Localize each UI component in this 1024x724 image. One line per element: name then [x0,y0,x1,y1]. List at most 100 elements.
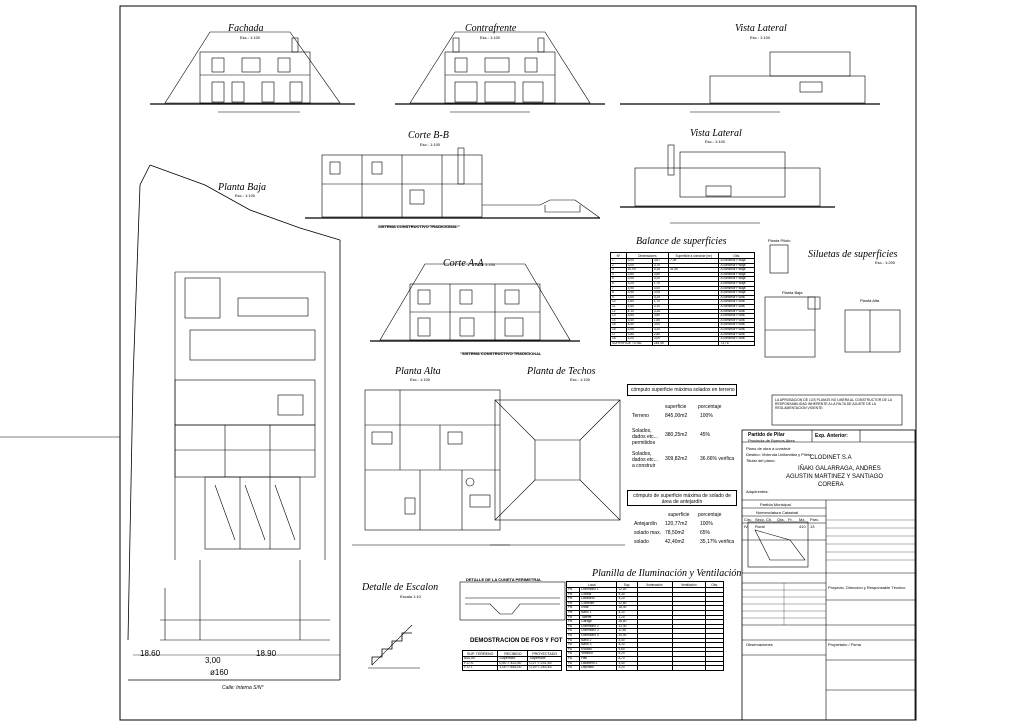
planta-alta-title: Planta Alta [395,366,441,377]
contrafrente-drawing [395,31,605,113]
fos-fot-header-cell: PROYECTADO [527,650,562,657]
planta-alta-drawing [352,389,510,546]
provincia-label: Provincia de Buenos Aires [748,438,795,443]
disclaimer-text: LA APROBACION DE LOS PLANOS NO LIBERA AL… [775,398,892,410]
corte-aa-scale: Esc.: 1:100 [475,262,496,267]
antejardin-col-porcentaje: porcentaje [698,512,722,518]
plot-dim-bottom: 18.90 [256,649,277,658]
fachada-scale: Esc.: 1:100 [240,35,261,40]
siluetas-drawing [764,244,901,358]
antejardin-title-box: cómputo de superficie máxima de solado d… [627,490,737,506]
fos-fot-header-cell: SUP. TERRENO [461,650,499,657]
planta-alta-scale: Esc.: 1:100 [410,377,431,382]
antejardin-row-label: Antejardín [634,521,657,527]
siluetas-planta-alta: Planta Alta [860,298,880,303]
fos-fot-cell: 1,00 = 845,00 [497,665,529,671]
plot-dim-angle: ø160 [210,668,229,677]
fos-row-pct: 45% [700,432,711,438]
balance-total-label: SUPERFICIE TOTAL [610,340,653,347]
balance-header-cell: Obs. [718,252,755,259]
fos-row-sup: 845,00m2 [665,413,688,419]
siluetas-planta-piloto: Planta Piloto [768,238,791,243]
balance-total-cell: 73,75 [718,340,755,347]
detalle-cuneta-drawing [459,581,566,621]
fos-col-porcentaje: porcentaje [698,404,722,410]
balance-total-cell: 245,45 [651,340,670,347]
antejardin-row-label: solado max. [634,530,661,536]
owner-line: AGUSTIN MARTINEZ Y SANTIAGO [786,474,884,480]
balance-header-row: Nº Dimensiones Superficie a construir (m… [610,252,755,259]
fos-title: cómputo superficie máxima solados en ter… [631,387,735,393]
antejardin-row-pct: 35,17% verifica [700,539,735,545]
vista-lateral-1-scale: Esc.: 1:100 [750,35,771,40]
siluetas-title: Siluetas de superficies [808,249,898,260]
iluminacion-header-cell: Local [565,581,618,588]
nomenclatura-value-cell: Rural [755,524,765,529]
nomenclatura-header-cell: Parc. [810,517,820,522]
fos-fot-cell: 0,29 = 245,45 [527,665,562,671]
partida-label: Partida Municipal [760,502,791,507]
balance-total-cell [668,340,720,347]
iluminacion-header-cell: Iluminación [636,581,673,588]
vista-lateral-2-drawing [620,144,835,224]
planta-techos-title: Planta de Techos [527,366,596,377]
iluminacion-cell: Depósito [579,665,618,671]
nomenclatura-value-cell: IV [744,524,748,529]
balance-header-cell: Superficie a construir (m²) [668,252,720,259]
iluminacion-empty-cell [671,665,707,671]
corte-bb-note: SISTEMA CONSTRUCTIVO TRADICIONAL [378,224,458,229]
owner-line: CORERA [818,482,844,488]
corte-bb-scale: Esc.: 1:100 [420,142,441,147]
fos-title-box: cómputo superficie máxima solados en ter… [627,384,737,396]
corte-bb-title: Corte B-B [408,130,449,141]
antejardin-row-sup: 120,77m2 [665,521,688,527]
nomenclatura-label: Nomenclatura Catastral [756,510,799,515]
antejardin-row-sup: 42,40m2 [665,539,685,545]
fos-fot-title: DEMOSTRACION DE FOS Y FOT [470,638,563,644]
antejardin-row-pct: 65% [700,530,711,536]
contrafrente-title: Contrafrente [465,23,517,34]
planta-baja-title: Planta Baja [218,182,267,193]
corte-aa-note: SISTEMA CONSTRUCTIVO TRADICIONAL [462,351,542,356]
propietario-label: Propietario / Firma [828,642,861,647]
antejardin-row-sup: 78,50m2 [665,530,685,536]
company-name: CLODINET S.A [810,455,852,461]
balance-table: Nº Dimensiones Superficie a construir (m… [610,252,755,347]
fos-row-sup: 380,25m2 [665,432,688,438]
nomenclatura-headers: Circ.Secc.Ch.Qta.Fr.Mz.Parc. [744,517,821,522]
detalle-escalon-scale: Escala 1:10 [400,594,421,599]
fos-fot-cell: F.O.T. [461,665,499,671]
iluminacion-empty-cell [636,665,673,671]
fos-row-pct: 36.66% verifica [700,456,735,462]
siluetas-scale: Esc.: 1:200 [875,260,896,265]
nomenclatura-value-cell: 410 [799,524,806,529]
plot-dim-left: 18.60 [140,649,161,658]
vista-lateral-1-drawing [620,51,880,113]
nomenclatura-header-cell: Fr. [788,517,793,522]
fos-fot-table: SUP. TERRENO RECIBIDO PROYECTADO 845,00 … [461,650,562,671]
exp-anterior-label: Exp. Anterior: [815,433,848,439]
title-block-frame [741,394,916,721]
planta-techos-drawing [490,399,625,546]
iluminacion-title: Planilla de Iluminación y Ventilación [592,568,742,579]
balance-total-row: SUPERFICIE TOTAL 245,45 73,75 [610,340,755,347]
fos-col-superficie: superficie [665,404,687,410]
observaciones-label: Observaciones [746,642,773,647]
iluminacion-header-cell: Sup. [616,581,638,588]
nomenclatura-header-cell: Ch. [766,517,773,522]
iluminacion-table: Local Sup. Iluminación Ventilación Obs. … [565,581,724,671]
fos-row-pct: 100% [700,413,713,419]
nomenclatura-header-cell: Qta. [777,517,785,522]
corte-bb-drawing [305,147,601,227]
antejardin-row-label: solado [634,539,649,545]
partido-label: Partido de Pilar [748,432,785,438]
fos-fot-header-cell: RECIBIDO [497,650,529,657]
planta-techos-scale: Esc.: 1:100 [570,377,591,382]
plot-dim-mid: 3,00 [205,656,221,665]
nomenclatura-header-cell: Secc. [755,517,766,522]
fos-fot-row: F.O.T. 1,00 = 845,00 0,29 = 245,45 [461,665,562,671]
detalle-escalon-drawing [368,624,420,669]
fachada-title: Fachada [228,23,264,34]
